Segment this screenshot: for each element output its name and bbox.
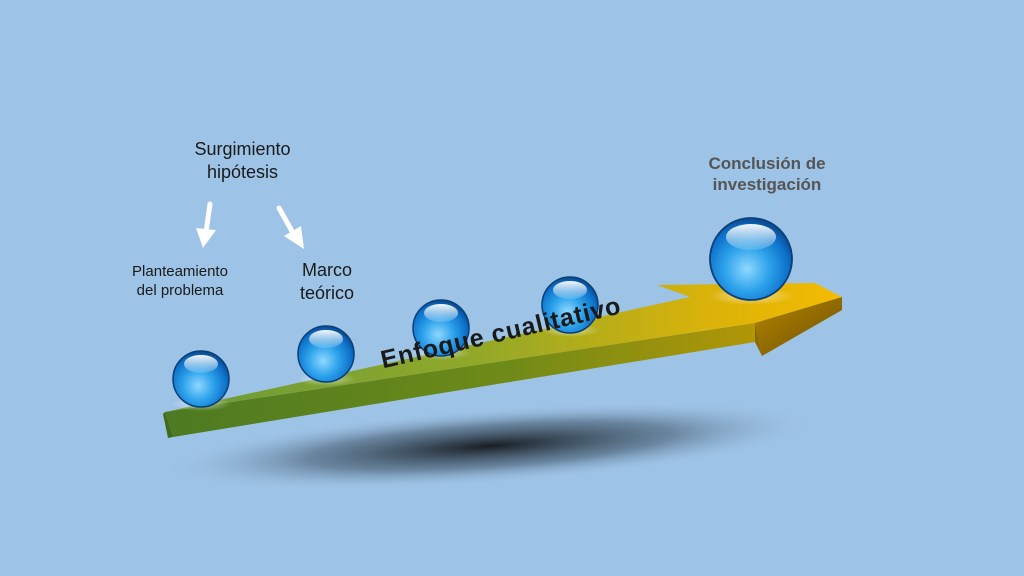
arrow-down-right-icon bbox=[276, 205, 304, 249]
label-planteamiento-problema: Planteamiento del problema bbox=[132, 263, 228, 299]
milestone-sphere-final bbox=[707, 217, 795, 305]
milestone-sphere-2 bbox=[296, 325, 356, 386]
label-marco-teorico: Marco teórico bbox=[299, 260, 355, 303]
pointer-arrows bbox=[196, 201, 304, 249]
label-conclusion-investigacion: Conclusión de investigación bbox=[708, 154, 826, 195]
arrow-down-left-icon bbox=[196, 201, 216, 248]
milestone-sphere-3 bbox=[411, 299, 471, 360]
label-surgimiento-hipotesis: Surgimiento hipótesis bbox=[194, 139, 291, 182]
arrow-shadow bbox=[160, 401, 820, 491]
milestone-sphere-4 bbox=[540, 276, 600, 337]
milestone-sphere-1 bbox=[171, 350, 231, 411]
